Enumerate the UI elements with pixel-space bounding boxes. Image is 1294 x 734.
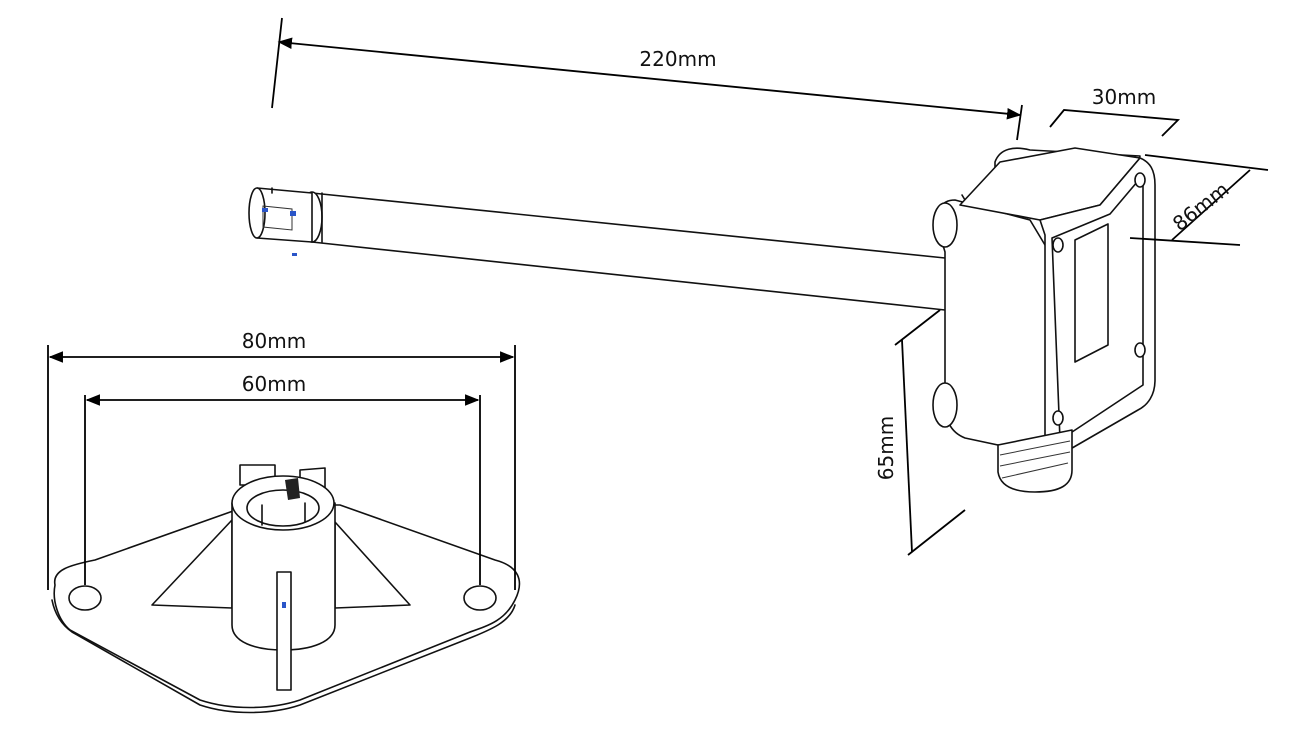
dim-30-bracket [1049,109,1181,137]
flange-hole-right [463,585,497,611]
dim-housing-height: 65mm [874,309,966,556]
screw-bottom-left [1052,410,1064,426]
dim-60-label: 60mm [242,372,306,396]
screw-top-left [1052,237,1064,253]
display-window [1074,223,1109,363]
housing-front-inner [1051,174,1144,441]
flange-hole-left [68,585,102,611]
dim-86-ext-bottom [1129,237,1241,246]
screw-top-right [1134,172,1146,188]
flange-mark [282,602,286,608]
dim-housing-depth: 30mm [1049,85,1181,137]
flange-sleeve-slot [261,502,306,526]
sensor-housing [932,147,1156,493]
screw-bottom-right [1134,342,1146,358]
sensor-probe [248,187,946,311]
mounting-flange [51,464,521,714]
probe-mark-b [290,211,296,216]
dim-220-label: 220mm [639,47,716,71]
dim-86-ext-top [1144,154,1269,171]
probe-top-edge [311,192,946,259]
dim-86-line [1171,169,1251,241]
probe-bottom-edge [311,241,946,311]
dim-220-line [277,37,1022,120]
housing-lug-bottom [932,382,958,428]
housing-lug-top [932,202,958,248]
dim-220-ext-left [271,17,283,109]
flange-set-screw [285,478,300,500]
dim-30-label: 30mm [1092,85,1156,109]
dim-flange-outer: 80mm [47,329,516,590]
cable-gland-ring-2 [999,451,1071,467]
cable-gland-ring-3 [1001,462,1069,479]
cable-gland [997,429,1073,493]
probe-tip-face [248,187,266,239]
dim-65-ext-bottom [907,509,966,556]
cable-gland-ring-1 [999,440,1071,456]
dim-65-ext-top [894,309,941,346]
flange-plate-edge [51,599,516,714]
probe-mark-c [292,253,297,256]
flange-sleeve-bore [246,489,320,527]
flange-slot [276,571,292,691]
dim-flange-holes: 60mm [84,372,481,585]
dim-65-label: 65mm [874,416,898,480]
probe-tip-window [262,205,293,231]
dim-probe-length: 220mm [271,17,1023,141]
dim-220-ext-right [1016,104,1023,141]
dim-86-label: 86mm [1168,177,1234,236]
dim-80-label: 80mm [242,329,306,353]
probe-mark-a [262,208,268,212]
dim-65-line [901,339,913,553]
